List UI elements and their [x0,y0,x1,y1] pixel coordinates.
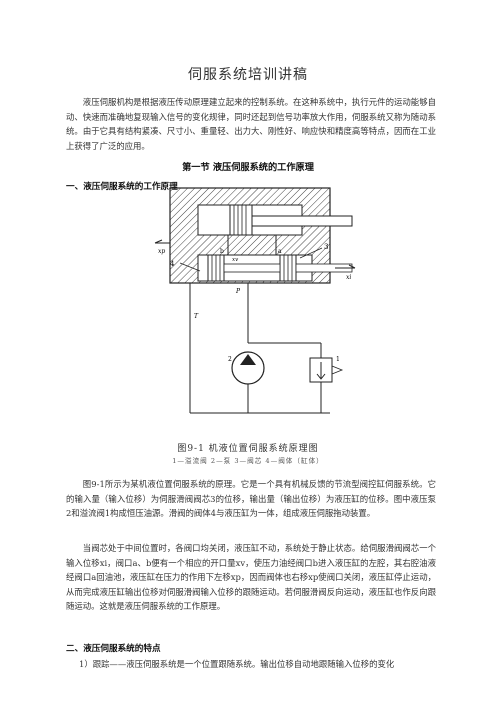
label-xv: xv [232,257,239,263]
valve-spool [223,263,281,273]
label-xi: xi [346,274,351,281]
label-p: P [235,288,241,295]
paragraph-2: 当阀芯处于中间位置时，各阀口均关闭，液压缸不动，系统处于静止状态。给伺服滑阀阀芯… [66,543,436,611]
label-xp: xp [158,248,165,255]
subsection-heading-2: 二、液压伺服系统的特点 [66,644,161,654]
section-title: 第一节 液压伺服系统的工作原理 [182,162,314,173]
label-4: 4 [170,260,175,268]
intro-paragraph: 液压伺服机构是根据液压传动原理建立起来的控制系统。在这种系统中，执行元件的运动能… [66,97,436,151]
subsection-heading-1: 一、液压伺服系统的工作原理 [66,182,178,192]
schematic-figure: xp xi b a xv 3 [150,183,365,433]
label-a: a [278,248,282,255]
piston-rod [251,215,353,227]
paragraph-1: 图9-1所示为某机液位置伺服系统的原理。它是一个具有机械反馈的节流型阀控缸伺服系… [66,479,436,518]
label-t: T [194,313,199,320]
label-b: b [220,248,224,255]
label-1: 1 [336,356,340,363]
piston [229,204,253,236]
label-3: 3 [324,243,328,251]
figure-legend: 1—溢流阀 2—泵 3—阀芯 4—阀体（缸体） [172,457,324,465]
figure-caption: 图9-1 机液位置伺服系统原理图 [177,444,319,454]
document-title: 伺服系统培训讲稿 [188,67,308,83]
servo-schematic-diagram: xp xi b a xv 3 [154,187,356,414]
list-item-1: 1）跟踪——液压伺服系统是一个位置跟随系统。输出位移自动地跟随输入位移的变化 [79,659,395,669]
label-2: 2 [228,356,232,363]
